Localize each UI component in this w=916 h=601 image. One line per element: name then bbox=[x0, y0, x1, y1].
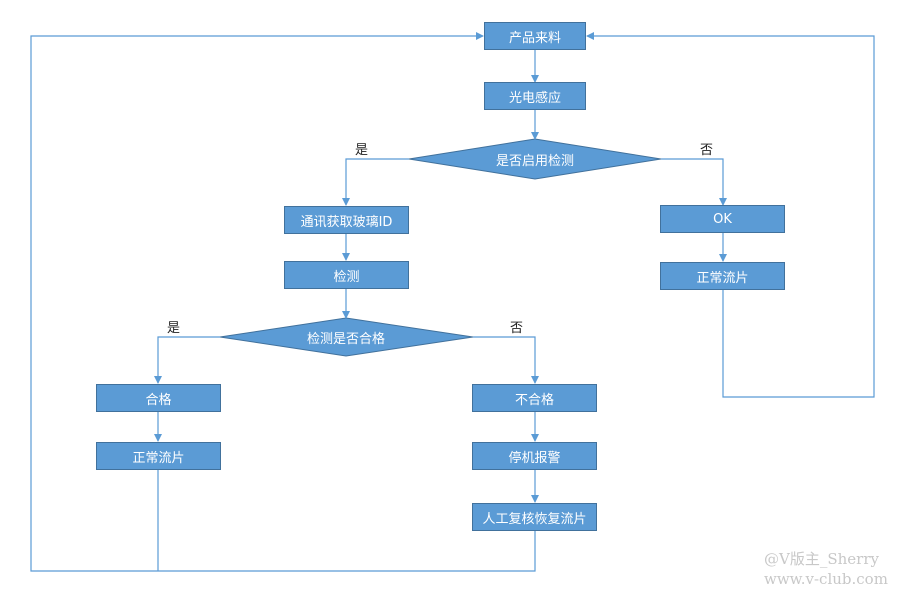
edge-right-loop bbox=[586, 32, 875, 398]
node-incoming: 产品来料 bbox=[484, 22, 586, 50]
node-fail: 不合格 bbox=[472, 384, 597, 412]
edge-left-loop bbox=[30, 32, 536, 572]
node-ok: OK bbox=[660, 205, 785, 233]
pass-check-label: 检测是否合格 bbox=[306, 331, 385, 347]
watermark-site: www.v-club.com bbox=[764, 570, 888, 588]
enable-check-label: 是否启用检测 bbox=[495, 153, 574, 169]
pass-no-label: 否 bbox=[510, 321, 524, 336]
enable-check-diamond bbox=[408, 138, 662, 180]
edge-pass-no bbox=[473, 336, 539, 384]
enable-no-label: 否 bbox=[700, 143, 714, 158]
node-manual-recover: 人工复核恢复流片 bbox=[472, 503, 597, 531]
node-sensor: 光电感应 bbox=[484, 82, 586, 110]
watermark-author: @V版主_Sherry bbox=[764, 550, 879, 568]
enable-yes-label: 是 bbox=[355, 143, 369, 158]
node-normal-flow-right: 正常流片 bbox=[660, 262, 785, 290]
pass-yes-label: 是 bbox=[167, 321, 181, 336]
node-pass: 合格 bbox=[96, 384, 221, 412]
pass-check-diamond bbox=[219, 317, 474, 357]
node-stop-alarm: 停机报警 bbox=[472, 442, 597, 470]
edge-pass-yes bbox=[154, 336, 220, 384]
node-normal-flow-left: 正常流片 bbox=[96, 442, 221, 470]
edge-enable-yes bbox=[342, 158, 409, 206]
edge-enable-no bbox=[661, 158, 727, 206]
node-inspect: 检测 bbox=[284, 261, 409, 289]
node-read-glass-id: 通讯获取玻璃ID bbox=[284, 206, 409, 234]
